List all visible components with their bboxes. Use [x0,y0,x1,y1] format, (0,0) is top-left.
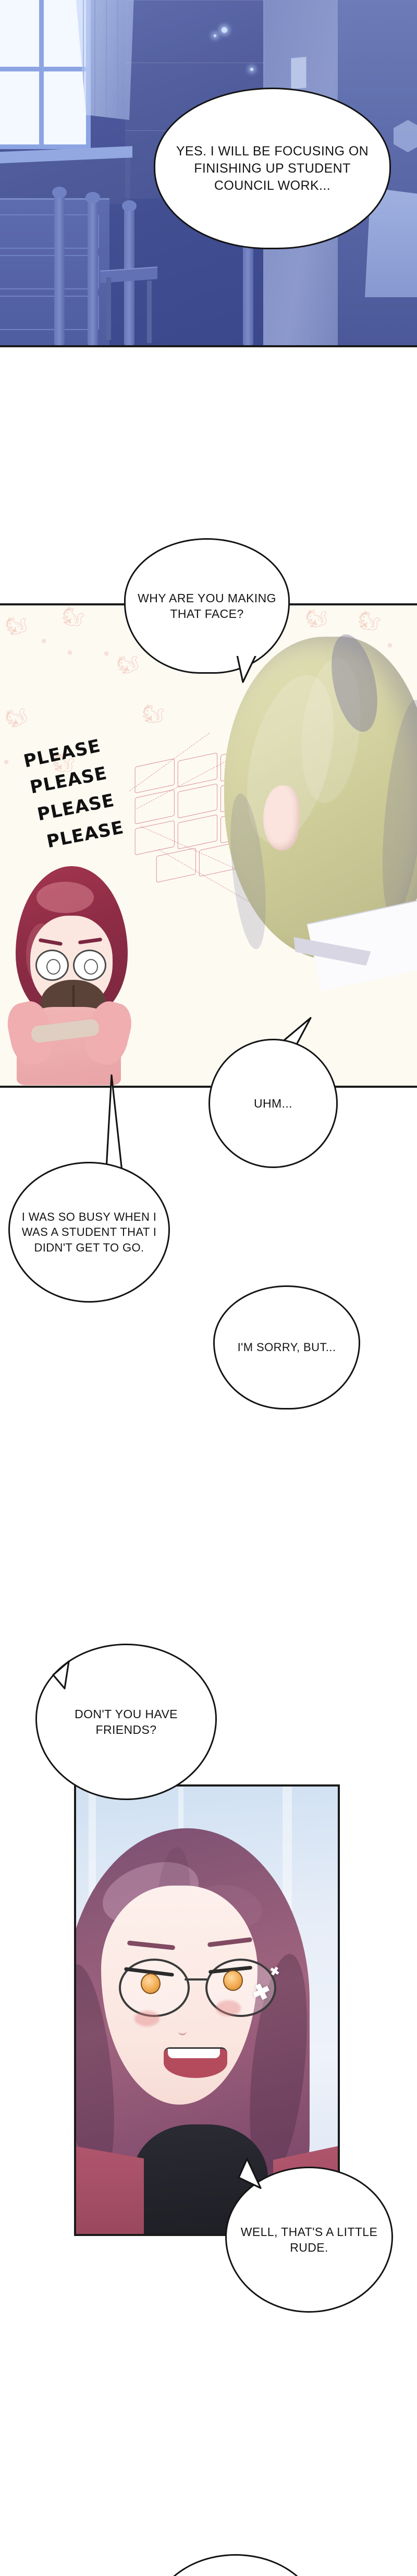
wallpaper-motif-icon: 🐿 [304,607,329,630]
wallpaper-motif-icon: 🐿 [59,604,87,630]
speech-bubble-tail-icon [238,2158,262,2189]
wallpaper-motif-icon: 🐿 [141,703,166,726]
speech-bubble-text: YES. I WILL BE FOCUSING ON FINISHING UP … [176,143,369,193]
speech-bubble-uhm: UHM... [208,1039,338,1168]
speech-bubble-text: WELL, THAT'S A LITTLE RUDE. [240,2225,378,2254]
glasses-bridge [185,1978,207,1980]
speech-bubble-text: DON'T YOU HAVE FRIENDS? [75,1707,178,1736]
paper-sheet [291,56,306,90]
speech-bubble-so-busy: I WAS SO BUSY WHEN I WAS A STUDENT THAT … [8,1162,170,1303]
blush-left [134,2011,160,2026]
speech-bubble-rude: WELL, THAT'S A LITTLE RUDE. [225,2167,393,2313]
iris-left [141,1973,161,1994]
wallpaper-motif-icon: 🐿 [115,652,142,677]
window-mullion-horizontal [0,66,86,71]
speech-bubble-why-face: WHY ARE YOU MAKING THAT FACE? [124,538,290,674]
speech-bubble-text: UHM... [254,1096,292,1110]
bed-post [52,187,67,345]
wallpaper-motif-icon: 🐿 [355,609,383,635]
sparkle-icon [250,68,253,71]
speech-bubble-text: I WAS SO BUSY WHEN I WAS A STUDENT THAT … [21,1210,157,1254]
iris-right [223,1970,243,1991]
speech-bubble-tail-icon [52,1660,70,1690]
nose [178,2027,187,2035]
wallpaper-motif-icon: 🐿 [4,614,29,637]
sparkle-icon [222,27,227,33]
panel-1-night-bedroom: YES. I WILL BE FOCUSING ON FINISHING UP … [0,0,417,347]
sparkle-icon [214,34,216,37]
wallpaper-motif-icon: ● [41,635,47,647]
pink-jacket-left [76,2144,144,2234]
speech-bubble-im-sorry: I'M SORRY, BUT... [213,1285,360,1409]
window-mullion-vertical [39,0,44,144]
wallpaper-motif-icon: ● [67,647,73,658]
speech-bubble-next-partial [152,2554,319,2576]
chibi-glasses-right [73,950,106,981]
wallpaper-motif-icon: ● [387,639,394,651]
wallpaper-motif-icon: 🐿 [2,704,31,731]
curtain [76,0,134,120]
speech-bubble-tail-icon [105,1074,123,1172]
bed-post [85,192,100,345]
wallpaper-motif-icon: ● [103,648,110,659]
sfx-please-4: PLEASE [45,817,126,853]
wall-panel-line [125,0,265,63]
panel-2-wallpaper-scene: 🐿 ● 🐿 ● 🐿 ● 🐿 🐿 ● 🐿 🐿 🐿 ● 🐿 ● [0,603,417,1088]
blonde-boy-ear [263,785,300,850]
speech-bubble-tail-icon [236,652,260,683]
wallpaper-motif-icon: ● [3,756,10,768]
speech-bubble-text: I'M SORRY, BUT... [237,1341,336,1354]
chibi-glasses-left [35,950,69,981]
window [0,0,91,149]
speech-bubble-text: WHY ARE YOU MAKING THAT FACE? [138,591,276,621]
speech-bubble-yes-focusing: YES. I WILL BE FOCUSING ON FINISHING UP … [154,88,391,249]
wall-panel-line [0,156,130,204]
blush-right [216,2000,241,2016]
blonde-boy-hair [224,630,417,960]
smiling-mouth [164,2047,227,2078]
panel-3-girl-closeup: ✖ ✖ [74,1784,340,2236]
